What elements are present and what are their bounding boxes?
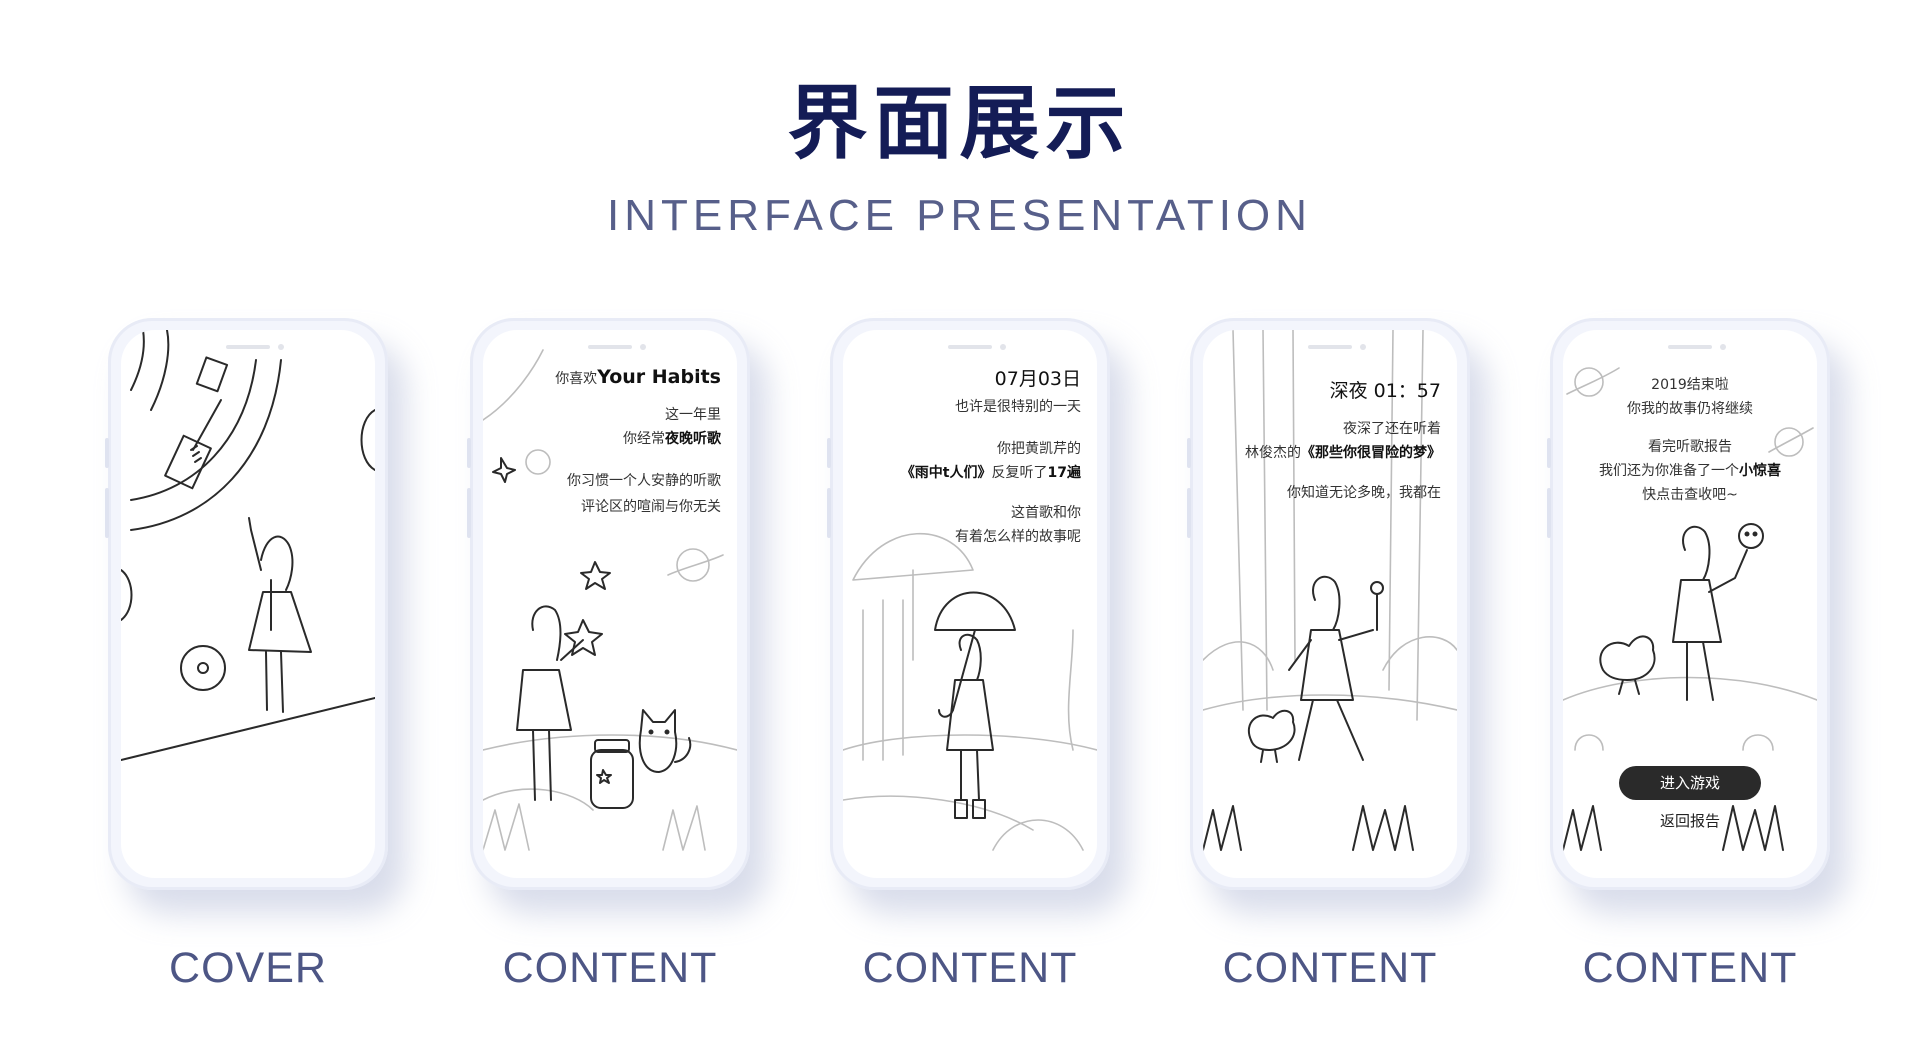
phone-content-date: 07月03日 也许是很特别的一天 你把黄凯芹的 《雨中t人们》反复听了17遍 这… xyxy=(827,318,1110,890)
cover-illustration xyxy=(121,330,375,761)
caption-content-3: CONTENT xyxy=(1222,944,1438,992)
phone-content-night: 深夜 01：57 夜深了还在听着 林俊杰的《那些你很冒险的梦》 你知道无论多晚，… xyxy=(1187,318,1470,890)
phone-screen: 2019结束啦 你我的故事仍将继续 看完听歌报告 我们还为你准备了一个小惊喜 快… xyxy=(1563,330,1817,878)
rain-illustration xyxy=(843,532,1097,851)
phone-content-habits: 你喜欢Your Habits 这一年里 你经常夜晚听歌 你习惯一个人安静的听歌 … xyxy=(467,318,750,890)
ending-illustration xyxy=(1563,367,1817,851)
phone-content-end: 2019结束啦 你我的故事仍将继续 看完听歌报告 我们还为你准备了一个小惊喜 快… xyxy=(1547,318,1830,890)
forest-illustration xyxy=(1203,330,1457,851)
habits-line-2: 这一年里 xyxy=(665,407,721,423)
caption-content-4: CONTENT xyxy=(1582,944,1798,992)
end-line-3: 看完听歌报告 xyxy=(1648,439,1732,455)
phone-screen: 你喜欢Your Habits 这一年里 你经常夜晚听歌 你习惯一个人安静的听歌 … xyxy=(483,330,737,878)
date-line-5: 这首歌和你 xyxy=(1011,505,1081,521)
night-line-4: 你知道无论多晚，我都在 xyxy=(1287,485,1441,501)
habits-line-1: 你喜欢Your Habits xyxy=(555,366,721,388)
phone-screen: 深夜 01：57 夜深了还在听着 林俊杰的《那些你很冒险的梦》 你知道无论多晚，… xyxy=(1203,330,1457,878)
date-heading: 07月03日 xyxy=(994,368,1081,390)
caption-content-1: CONTENT xyxy=(502,944,718,992)
date-line-3: 你把黄凯芹的 xyxy=(997,441,1081,457)
phone-cover xyxy=(105,318,388,890)
phone-screen: 07月03日 也许是很特别的一天 你把黄凯芹的 《雨中t人们》反复听了17遍 这… xyxy=(843,330,1097,878)
back-to-report-link[interactable]: 返回报告 xyxy=(1659,812,1720,830)
habits-illustration xyxy=(483,349,737,851)
end-line-4: 我们还为你准备了一个小惊喜 xyxy=(1599,463,1781,479)
phone-screen xyxy=(121,330,375,878)
end-line-5: 快点击查收吧~ xyxy=(1642,487,1738,503)
night-line-2: 夜深了还在听着 xyxy=(1343,421,1441,437)
night-line-3: 林俊杰的《那些你很冒险的梦》 xyxy=(1245,445,1441,461)
habits-line-4: 你习惯一个人安静的听歌 xyxy=(567,473,721,489)
caption-content-2: CONTENT xyxy=(862,944,1078,992)
end-line-2: 你我的故事仍将继续 xyxy=(1627,401,1753,417)
page-title: 界面展示 xyxy=(787,77,1132,170)
camera xyxy=(1360,344,1366,350)
speaker xyxy=(1308,345,1352,349)
camera xyxy=(640,344,646,350)
speaker xyxy=(588,345,632,349)
night-heading: 深夜 01：57 xyxy=(1329,380,1441,402)
caption-cover: COVER xyxy=(169,944,327,992)
habits-line-3: 你经常夜晚听歌 xyxy=(623,431,721,447)
speaker xyxy=(948,345,992,349)
speaker xyxy=(1668,345,1712,349)
camera xyxy=(1000,344,1006,350)
page-subtitle: INTERFACE PRESENTATION xyxy=(607,191,1312,240)
date-line-4: 《雨中t人们》反复听了17遍 xyxy=(900,465,1081,481)
end-line-1: 2019结束啦 xyxy=(1651,377,1729,393)
date-line-6: 有着怎么样的故事呢 xyxy=(955,529,1081,545)
habits-line-5: 评论区的喧闹与你无关 xyxy=(581,499,721,515)
enter-game-button[interactable]: 进入游戏 xyxy=(1619,766,1761,800)
speaker xyxy=(226,345,270,349)
date-line-2: 也许是很特别的一天 xyxy=(955,399,1081,415)
camera xyxy=(1720,344,1726,350)
camera xyxy=(278,344,284,350)
